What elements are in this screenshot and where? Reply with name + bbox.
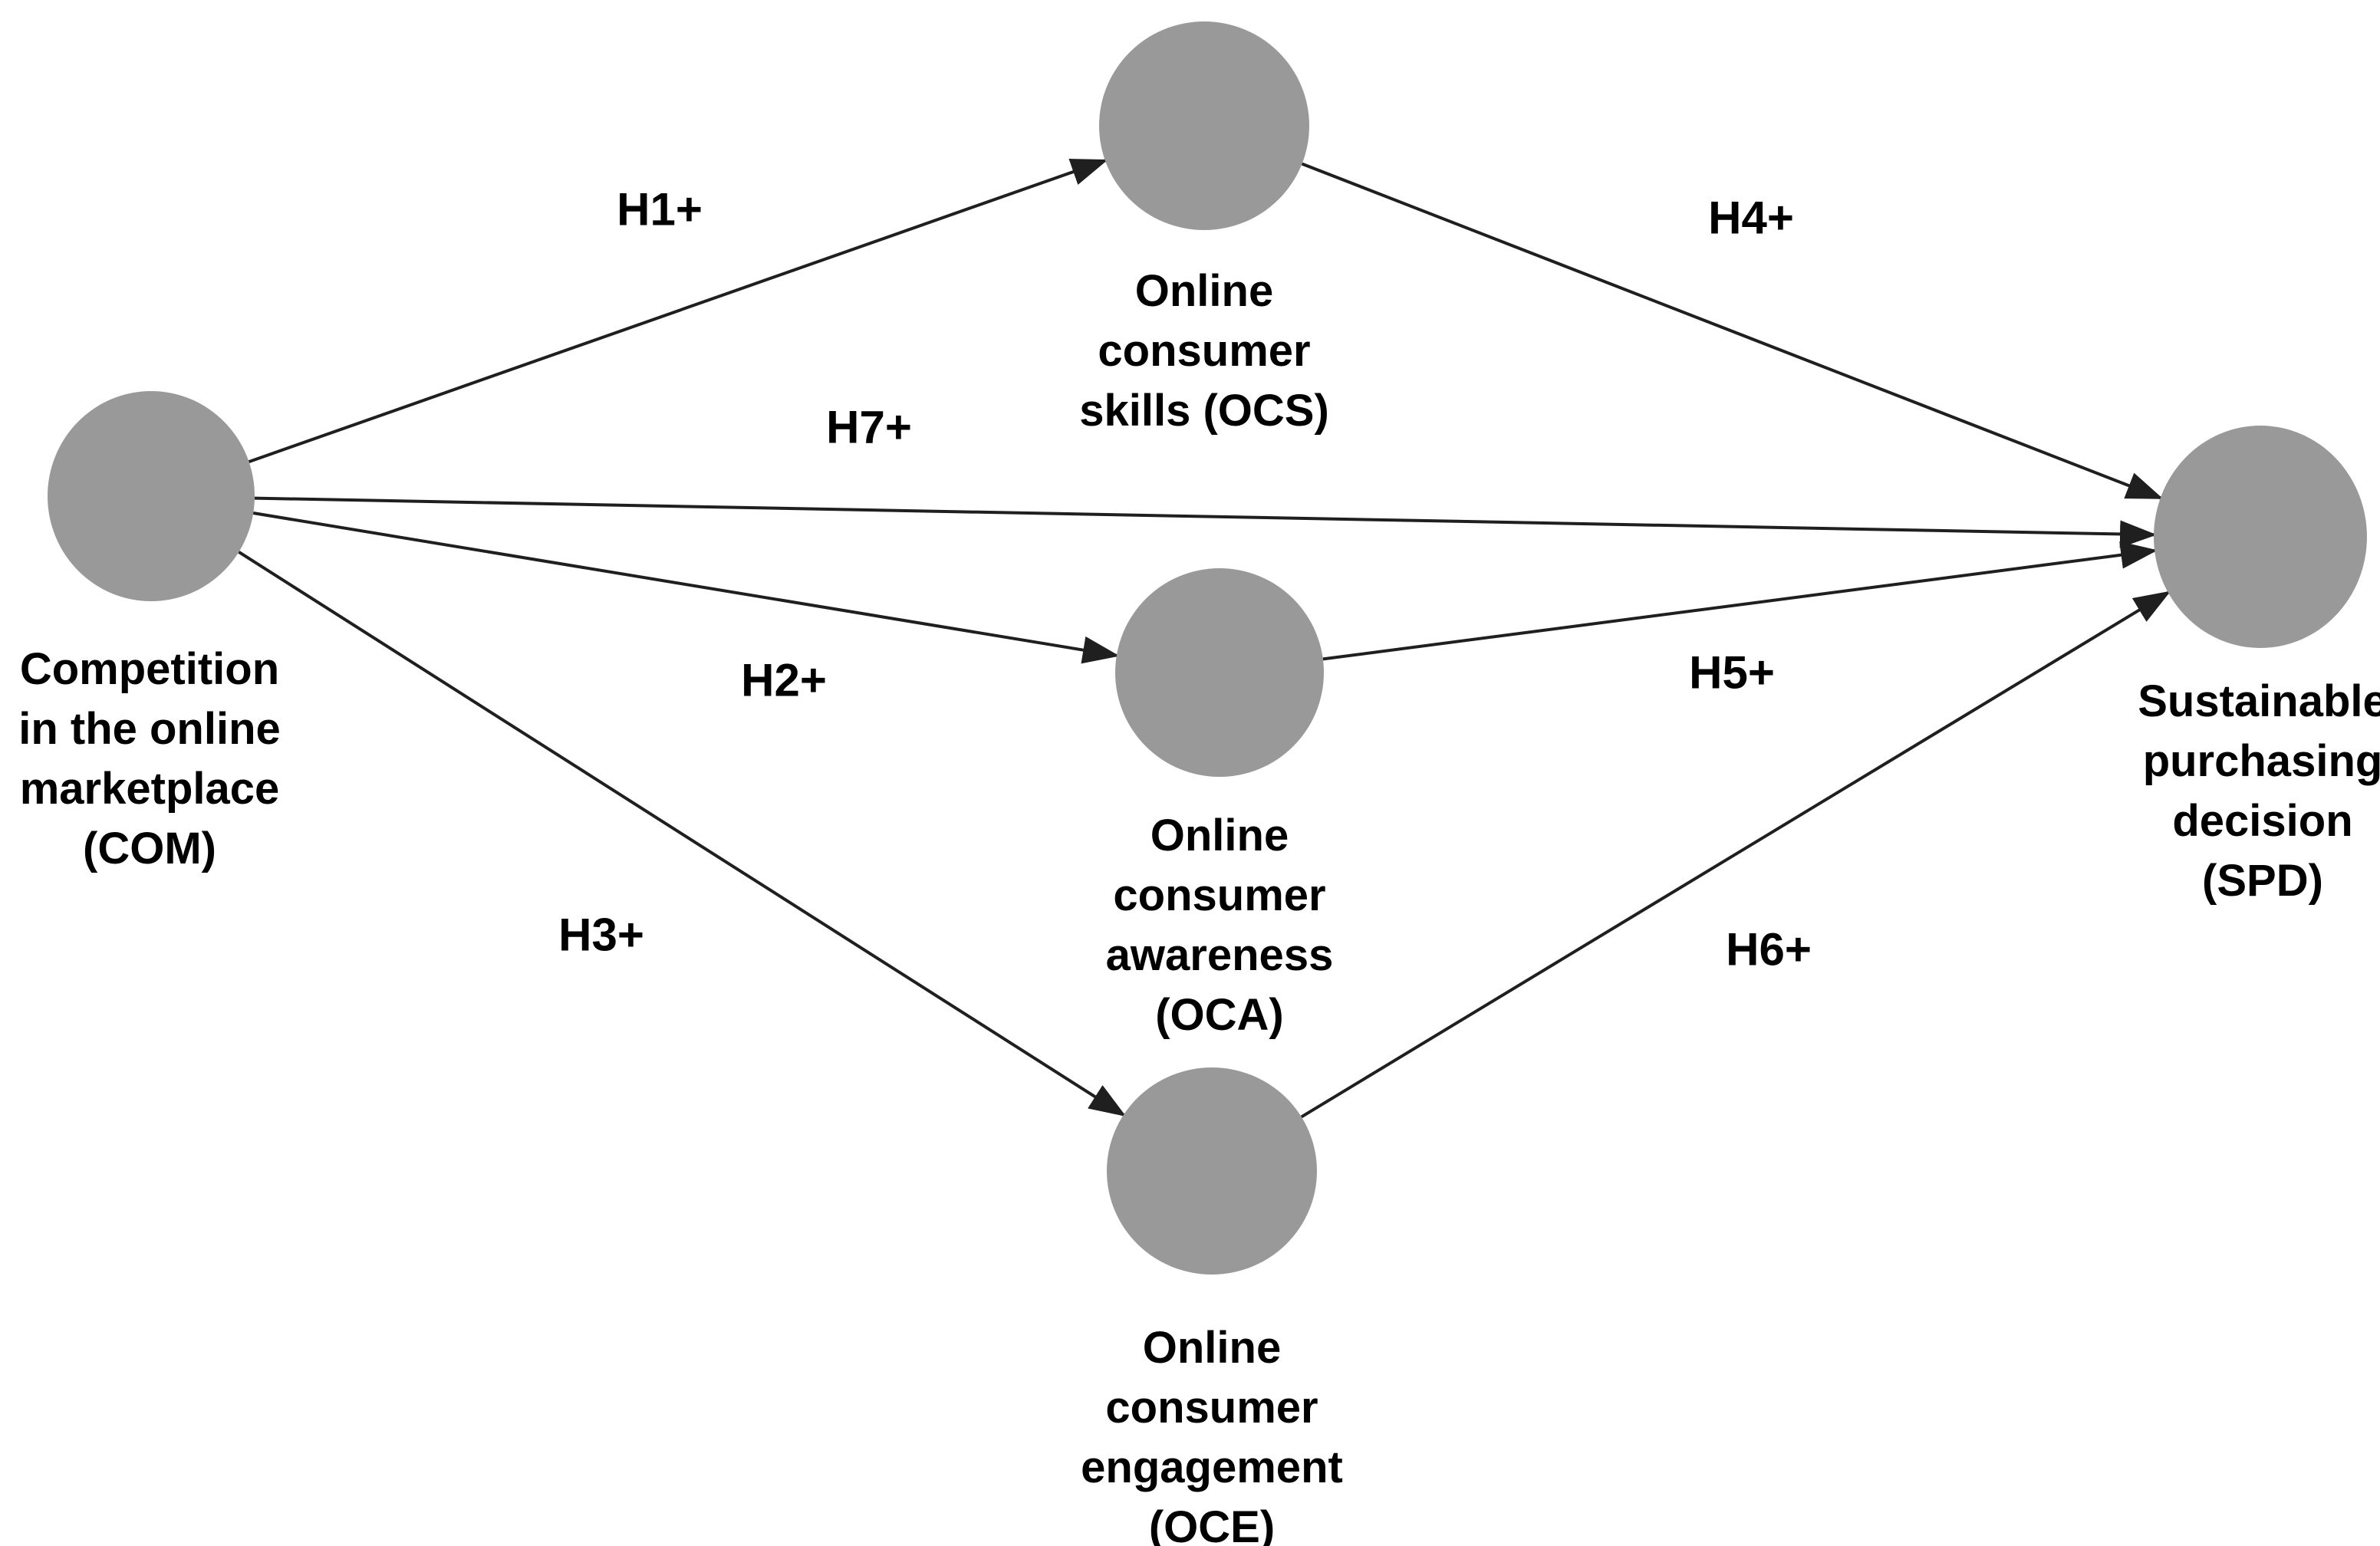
edge-h4-arrow xyxy=(1301,162,2164,500)
node-oce-label-line: consumer xyxy=(1105,1383,1318,1433)
node-com-label-line: Competition xyxy=(19,644,280,694)
node-spd-label-line: (SPD) xyxy=(2202,856,2323,906)
node-ocs-circle xyxy=(1099,21,1309,230)
node-ocs-label-line: consumer xyxy=(1098,326,1311,376)
node-oca-label-line: (OCA) xyxy=(1155,990,1284,1040)
node-spd-label-line: decision xyxy=(2172,796,2353,846)
edge-h4-label: H4+ xyxy=(1708,192,1794,244)
node-oca-label-line: awareness xyxy=(1105,930,1334,980)
edge-h5-label: H5+ xyxy=(1689,646,1775,699)
edge-h6-label: H6+ xyxy=(1726,923,1812,975)
node-oca-label-line: Online xyxy=(1150,811,1289,860)
node-oce-label-line: (OCE) xyxy=(1148,1502,1276,1546)
edge-h6-arrow xyxy=(1300,590,2171,1119)
node-oca-label-line: consumer xyxy=(1113,870,1326,920)
node-com-label-line: marketplace xyxy=(19,764,280,814)
node-com-label: Competition in the online marketplace (COM) xyxy=(18,640,281,879)
edge-h5-arrow xyxy=(1322,541,2158,661)
edge-h7-label: H7+ xyxy=(826,401,912,453)
node-com-circle xyxy=(48,391,255,601)
edge-h3-arrow xyxy=(238,551,1127,1117)
node-oca-circle xyxy=(1115,568,1324,777)
node-oce-label-line: Online xyxy=(1142,1323,1282,1373)
node-oce-label-line: engagement xyxy=(1081,1442,1343,1492)
node-ocs-label: Online consumer skills (OCS) xyxy=(1079,262,1329,441)
node-spd-label-line: purchasing xyxy=(2142,736,2380,786)
node-com-label-line: in the online xyxy=(18,704,281,754)
node-spd-label: Sustainable purchasing decision (SPD) xyxy=(2138,672,2380,911)
edge-h2-arrow xyxy=(252,511,1120,664)
node-oca-label: Online consumer awareness (OCA) xyxy=(1106,806,1334,1045)
node-ocs-label-line: skills (OCS) xyxy=(1079,386,1329,436)
node-spd-label-line: Sustainable xyxy=(2138,676,2380,726)
edge-h3-label: H3+ xyxy=(558,909,644,961)
edge-h1-arrow xyxy=(248,159,1108,463)
node-oce-circle xyxy=(1107,1067,1317,1275)
node-spd-circle xyxy=(2154,426,2367,648)
node-ocs-label-line: Online xyxy=(1134,266,1274,316)
edge-h7-arrow xyxy=(254,496,2157,548)
edge-h1-label: H1+ xyxy=(617,183,703,235)
edge-h2-label: H2+ xyxy=(741,654,827,706)
node-oce-label: Online consumer engagement (OCE) xyxy=(1081,1318,1343,1546)
node-com-label-line: (COM) xyxy=(83,824,216,873)
